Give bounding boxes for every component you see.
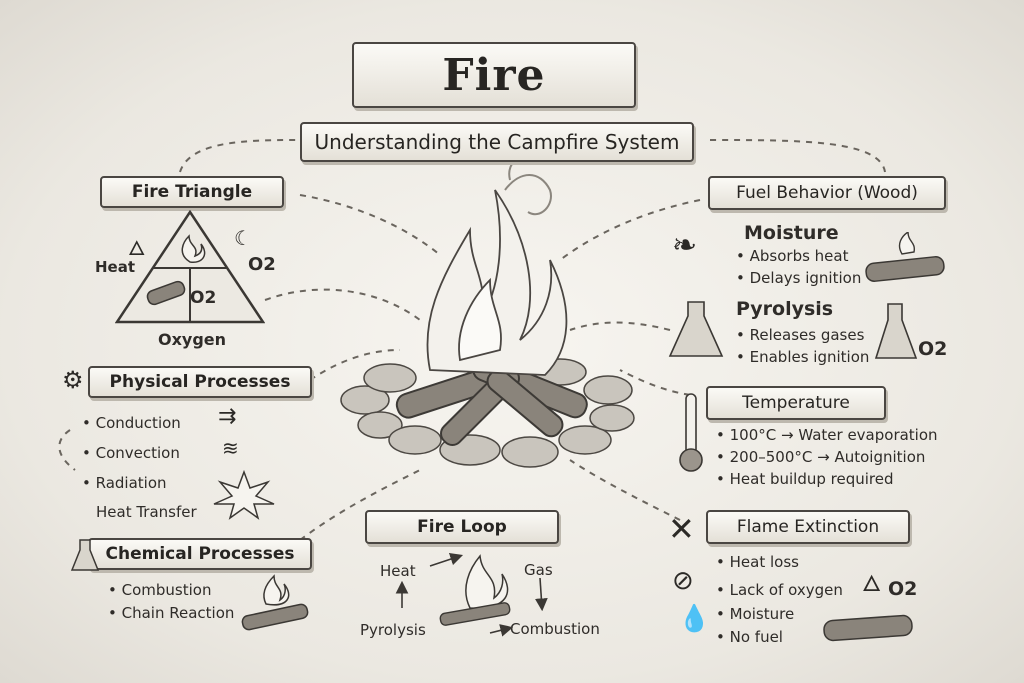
chemical-banner: Chemical Processes [72, 538, 328, 582]
flame-icon [181, 234, 206, 263]
moisture-item: Delays ignition [736, 269, 862, 287]
temperature-item: Heat buildup required [716, 470, 894, 488]
physical-item: Radiation [82, 474, 167, 492]
pyrolysis-title: Pyrolysis [736, 298, 834, 320]
physical-heading: Physical Processes [109, 372, 291, 392]
physical-item: Heat Transfer [96, 503, 197, 521]
loop-pyrolysis: Pyrolysis [360, 621, 426, 639]
moisture-title: Moisture [744, 222, 839, 244]
moon-o2-icon: ☾ [234, 226, 252, 250]
extinction-item: No fuel [716, 628, 783, 646]
extinction-o2-label: O2 [888, 578, 918, 600]
smoke [504, 155, 552, 216]
pyrolysis-item: Enables ignition [736, 348, 870, 366]
chemical-item: Combustion [108, 581, 212, 599]
crossed-logs-icon: ✕ [668, 510, 695, 548]
fire-triangle-banner: Fire Triangle [84, 176, 300, 220]
temperature-banner: Temperature [690, 386, 902, 432]
page-subtitle: Understanding the Campfire System [314, 130, 680, 154]
o2-label: O2 [248, 254, 276, 275]
fire-triangle-heading: Fire Triangle [131, 182, 253, 202]
fuel-o2-label: O2 [918, 338, 948, 360]
extinction-heading: Flame Extinction [736, 517, 880, 537]
flames [426, 189, 568, 376]
fire-loop-banner: Fire Loop [349, 510, 575, 556]
fire-triangle-diagram [115, 210, 265, 324]
physical-item: Conduction [82, 414, 181, 432]
no-oxygen-icon: ⊘ [672, 566, 694, 596]
temperature-item: 200–500°C → Autoignition [716, 448, 926, 466]
flame-icon: 🜂 [128, 236, 146, 260]
flask-icon [874, 303, 918, 359]
log-icon [823, 614, 913, 642]
oxygen-label: Oxygen [158, 330, 227, 349]
heat-label: Heat [95, 258, 136, 276]
log-icon [865, 232, 945, 282]
temperature-heading: Temperature [742, 393, 850, 413]
pyrolysis-item: Releases gases [736, 326, 865, 344]
leaf-icon: ❧ [672, 228, 698, 263]
fuel-banner: Fuel Behavior (Wood) [692, 176, 962, 222]
droplet-icon: 💧 [678, 604, 711, 634]
stone-ring [340, 358, 635, 468]
fuel-heading: Fuel Behavior (Wood) [736, 183, 918, 203]
extinction-item: Heat loss [716, 553, 799, 571]
loop-heat: Heat [380, 562, 416, 580]
loop-combustion: Combustion [510, 620, 600, 638]
chemical-item: Chain Reaction [108, 604, 235, 622]
subtitle-banner: Understanding the Campfire System [284, 122, 710, 174]
gear-icon: ⚙ [62, 366, 84, 394]
physical-banner: Physical Processes [72, 366, 328, 410]
o2-inner-label: O2 [190, 288, 217, 308]
thermometer-icon [679, 393, 703, 472]
campfire-icon [241, 574, 309, 631]
extinction-item: Moisture [716, 605, 795, 623]
arrows-icon: ⇉ [218, 404, 237, 429]
extinction-item: Lack of oxygen [716, 581, 843, 599]
loop-gas: Gas [524, 561, 553, 579]
moisture-item: Absorbs heat [736, 247, 849, 265]
fire-loop-diagram [395, 552, 548, 637]
temperature-item: 100°C → Water evaporation [716, 426, 938, 444]
chemical-heading: Chemical Processes [105, 544, 295, 564]
log-icon [146, 280, 186, 306]
smoke-icon: 🜂 [862, 572, 882, 597]
logs [395, 355, 588, 446]
flask-icon [70, 539, 100, 571]
physical-item: Convection [82, 444, 180, 462]
convection-icon: ≋ [222, 436, 239, 460]
title-banner: Fire [336, 42, 652, 120]
extinction-banner: Flame Extinction [690, 510, 926, 556]
spark-icon [213, 470, 275, 520]
fire-loop-heading: Fire Loop [417, 517, 507, 537]
page-title: Fire [442, 49, 546, 101]
beaker-icon [668, 301, 724, 357]
